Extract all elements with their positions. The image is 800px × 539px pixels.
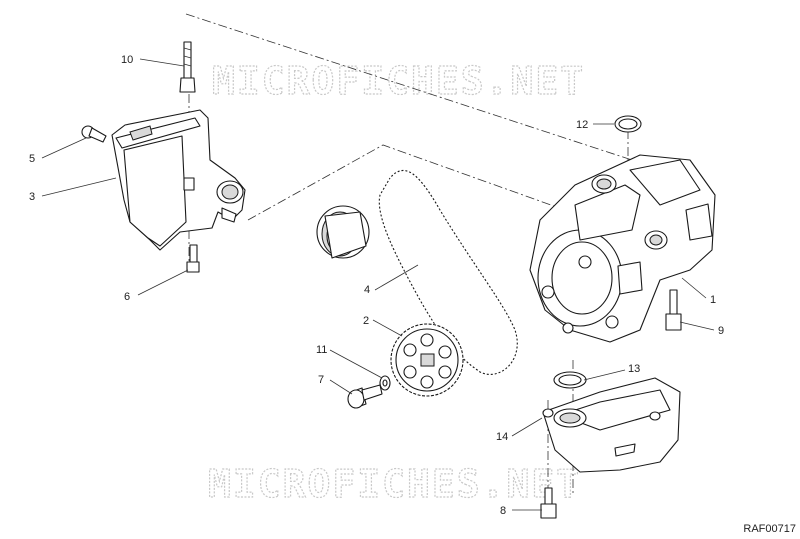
callout-9: 9 xyxy=(718,325,724,337)
callout-8: 8 xyxy=(500,505,506,517)
o-ring-13 xyxy=(553,371,587,389)
callout-10: 10 xyxy=(121,54,133,66)
bolt-9 xyxy=(665,289,682,331)
callout-12: 12 xyxy=(576,119,588,131)
pump-drive-gear xyxy=(390,323,464,397)
oil-strainer-housing xyxy=(111,109,246,251)
callout-1: 1 xyxy=(710,294,716,306)
callout-11: 11 xyxy=(316,344,327,356)
reference-code: RAF00717 xyxy=(743,523,796,535)
watermark-bottom: MICROFICHES.NET xyxy=(208,462,581,506)
drive-sprocket-hub xyxy=(316,205,370,259)
washer-11 xyxy=(379,375,391,391)
bolt-long-10 xyxy=(179,41,196,93)
bolt-6 xyxy=(186,244,200,273)
watermark-top: MICROFICHES.NET xyxy=(212,59,585,103)
callout-3: 3 xyxy=(29,191,35,203)
callout-13: 13 xyxy=(628,363,640,375)
oil-pickup-strainer xyxy=(542,377,681,473)
callout-2: 2 xyxy=(363,315,369,327)
callout-6: 6 xyxy=(124,291,130,303)
callout-14: 14 xyxy=(496,431,508,443)
callout-7: 7 xyxy=(318,374,324,386)
callout-labels: 10 5 3 6 4 2 11 7 12 1 9 13 14 8 xyxy=(29,54,724,517)
flange-bolt-7 xyxy=(347,384,383,409)
o-ring-12 xyxy=(614,115,642,133)
bolt-small-5 xyxy=(81,125,107,143)
callout-5: 5 xyxy=(29,153,35,165)
oil-pump-body xyxy=(529,154,716,343)
leader-lines xyxy=(41,58,715,511)
callout-4: 4 xyxy=(364,284,370,296)
bolt-8 xyxy=(540,487,557,519)
